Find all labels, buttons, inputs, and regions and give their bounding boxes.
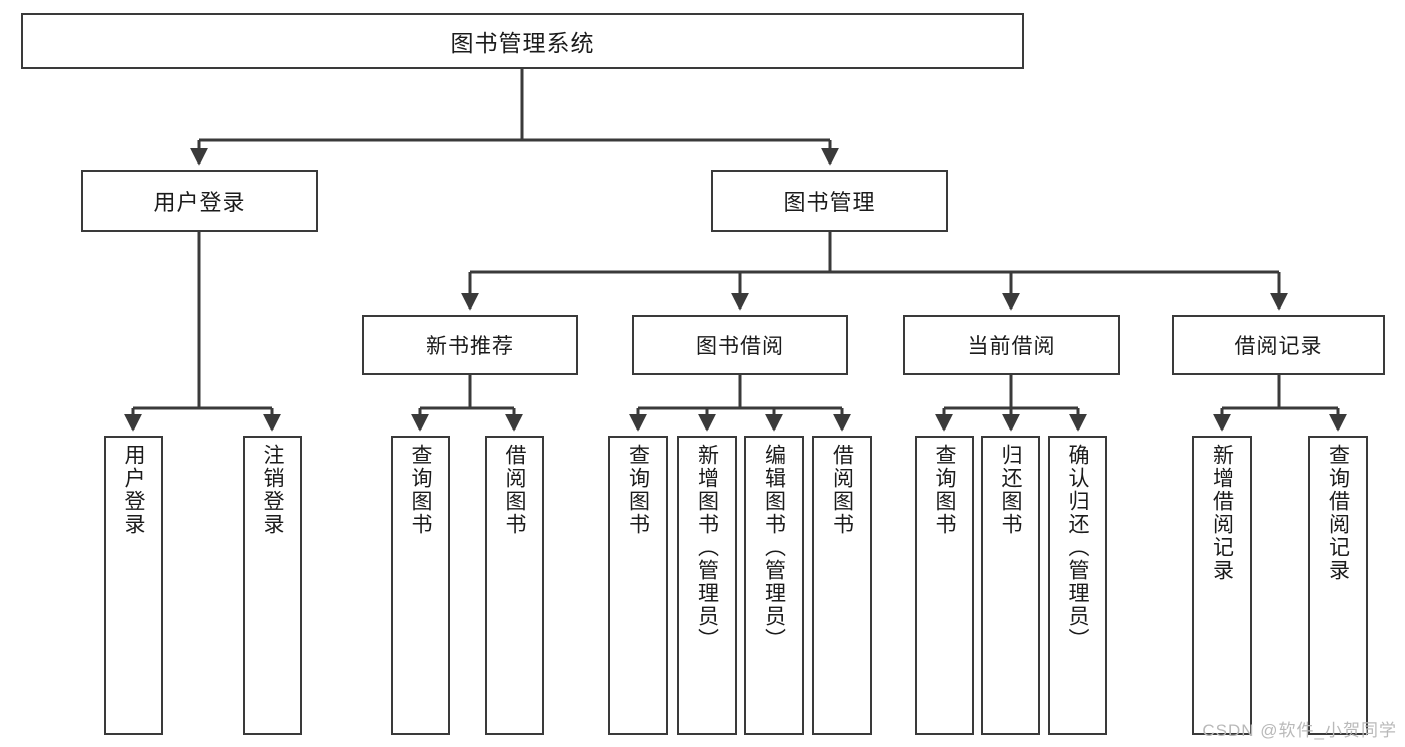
leaf-user-login-login[interactable]: 用户登录 [104, 436, 163, 735]
node-label: 确认归还（管理员） [1066, 444, 1089, 651]
node-label: 查询图书 [626, 444, 650, 536]
node-label: 借阅图书 [503, 444, 526, 536]
node-label: 图书管理系统 [450, 30, 595, 56]
node-label: 归还图书 [999, 444, 1022, 536]
leaf-current-borrow-query-book[interactable]: 查询图书 [915, 436, 974, 735]
node-label: 图书借阅 [696, 335, 784, 358]
leaf-user-login-logout[interactable]: 注销登录 [243, 436, 302, 735]
leaf-book-borrow-edit-book-admin[interactable]: 编辑图书（管理员） [744, 436, 804, 735]
leaf-current-borrow-return-book[interactable]: 归还图书 [981, 436, 1040, 735]
node-user-login[interactable]: 用户登录 [81, 170, 318, 232]
node-new-book-recommend[interactable]: 新书推荐 [362, 315, 578, 375]
node-book-borrow[interactable]: 图书借阅 [632, 315, 848, 375]
node-label: 当前借阅 [967, 335, 1056, 358]
node-label: 查询借阅记录 [1326, 444, 1350, 582]
node-label: 新增借阅记录 [1210, 444, 1234, 582]
leaf-current-borrow-confirm-return-admin[interactable]: 确认归还（管理员） [1048, 436, 1107, 735]
node-label: 用户登录 [122, 444, 145, 536]
node-label: 查询图书 [933, 444, 956, 536]
node-label: 注销登录 [261, 444, 284, 536]
leaf-book-borrow-borrow-book[interactable]: 借阅图书 [812, 436, 872, 735]
node-root-book-management-system[interactable]: 图书管理系统 [21, 13, 1024, 69]
node-label: 编辑图书（管理员） [762, 444, 786, 651]
leaf-book-borrow-add-book-admin[interactable]: 新增图书（管理员） [677, 436, 737, 735]
node-borrow-record[interactable]: 借阅记录 [1172, 315, 1385, 375]
node-label: 新书推荐 [426, 335, 514, 358]
node-label: 借阅图书 [830, 444, 854, 536]
node-label: 图书管理 [783, 190, 876, 215]
leaf-borrow-record-add-record[interactable]: 新增借阅记录 [1192, 436, 1252, 735]
node-current-borrow[interactable]: 当前借阅 [903, 315, 1120, 375]
leaf-book-borrow-query-book[interactable]: 查询图书 [608, 436, 668, 735]
leaf-new-book-query-book[interactable]: 查询图书 [391, 436, 450, 735]
node-label: 借阅记录 [1234, 335, 1323, 358]
node-label: 用户登录 [153, 190, 246, 215]
leaf-new-book-borrow-book[interactable]: 借阅图书 [485, 436, 544, 735]
node-label: 查询图书 [409, 444, 432, 536]
watermark-csdn: CSDN @软件_小贺同学 [1202, 721, 1397, 740]
node-label: 新增图书（管理员） [695, 444, 719, 651]
leaf-borrow-record-query-record[interactable]: 查询借阅记录 [1308, 436, 1368, 735]
node-book-management[interactable]: 图书管理 [711, 170, 948, 232]
